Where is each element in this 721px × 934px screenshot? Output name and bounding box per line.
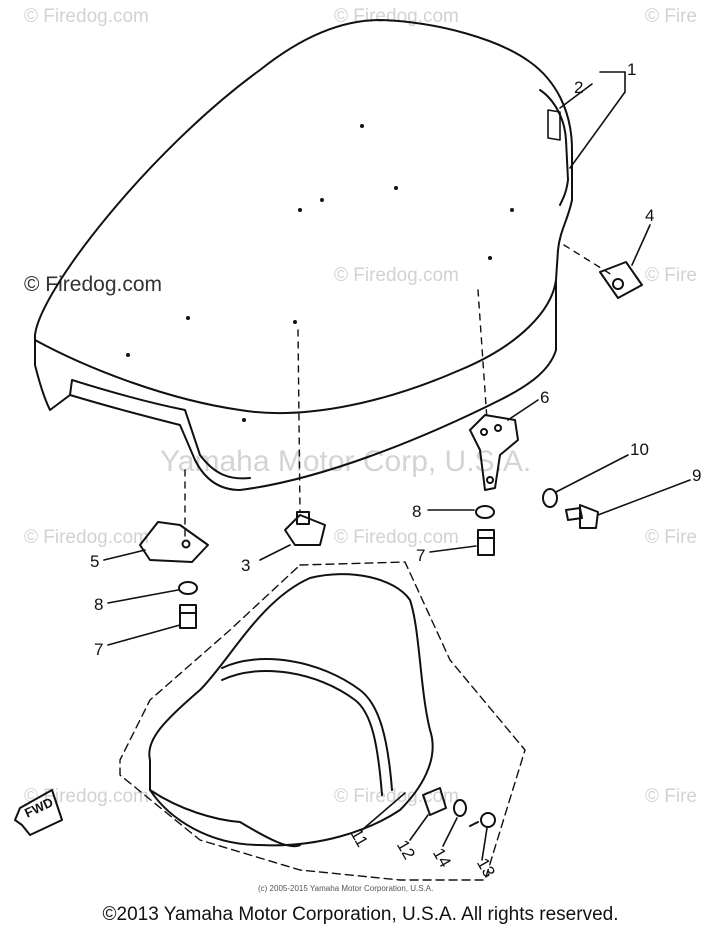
watermark: © Firedog.com [334,265,459,286]
callout-1: 1 [627,60,637,79]
callout-2: 2 [574,78,584,97]
watermark: © Fire [645,265,697,286]
footer-copyright: ©2013 Yamaha Motor Corporation, U.S.A. A… [102,904,619,925]
callout-8b: 8 [412,502,422,521]
part-12-clip [422,787,447,816]
part-4-clip [599,261,643,299]
watermark-center: Yamaha Motor Corp, U.S.A. [160,445,532,478]
part-10-washer [542,488,558,508]
callout-4: 4 [645,206,655,225]
callout-3: 3 [241,556,251,575]
part-5-bracket [139,521,209,563]
part-7-bolt [179,604,197,629]
part-8-washer [475,505,495,519]
watermark: © Firedog.com [24,273,163,296]
part-8-washer [178,581,198,595]
watermark: © Fire [645,527,697,548]
part-14-washer [453,799,467,817]
callout-5: 5 [90,552,100,571]
part-6-bracket [469,414,519,491]
small-copyright: (c) 2005-2015 Yamaha Motor Corporation, … [258,884,434,893]
seat-skirt-inner [69,379,251,480]
watermark: © Fire [645,786,697,807]
lower-seat-strap [221,658,393,791]
callout-7: 7 [94,640,104,659]
fwd-arrow-icon [14,789,63,836]
watermark: © Firedog.com [24,6,149,27]
part-13-screw [480,812,496,828]
seat-top-outline [34,19,573,415]
callout-10: 10 [630,440,649,459]
watermark: © Fire [645,6,697,27]
lower-seat [148,573,434,847]
watermark: © Firedog.com [24,527,149,548]
callout-9: 9 [692,466,702,485]
kit-boundary [119,561,526,881]
part-7-bolt [477,529,495,556]
part-9-bolt [565,507,583,521]
seat-skirt [34,279,557,491]
callout-7b: 7 [416,546,426,565]
callout-8: 8 [94,595,104,614]
callout-6: 6 [540,388,550,407]
part-3-bracket [284,514,326,546]
watermark: © Firedog.com [334,527,459,548]
watermark: © Firedog.com [334,786,459,807]
